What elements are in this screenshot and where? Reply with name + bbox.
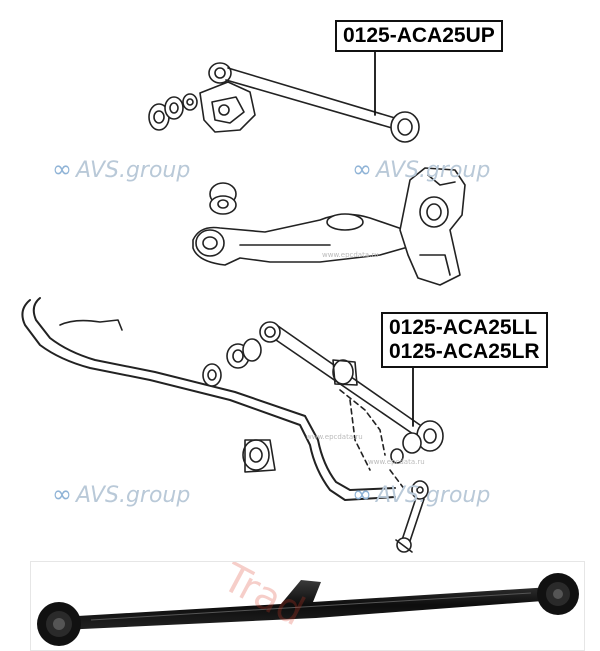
infinity-icon: ∞ bbox=[352, 480, 372, 508]
lower-arm-drawing bbox=[192, 167, 466, 286]
upper-arm-drawing bbox=[148, 62, 420, 143]
small-watermark-1: www.epcdata.ru bbox=[322, 251, 379, 259]
watermark-top-right: ∞AVS.group bbox=[352, 155, 491, 183]
label-upper-arm: 0125-ACA25UP bbox=[335, 20, 503, 52]
stabilizer-bar-drawing bbox=[21, 297, 396, 501]
label-lower-right-text: 0125-ACA25LR bbox=[389, 340, 540, 363]
infinity-icon: ∞ bbox=[352, 155, 372, 183]
infinity-icon: ∞ bbox=[52, 155, 72, 183]
label-upper-arm-text: 0125-ACA25UP bbox=[343, 24, 495, 47]
lateral-arm-drawing bbox=[202, 321, 444, 491]
exploded-view-drawing bbox=[21, 45, 466, 553]
label-lower-arms: 0125-ACA25LL 0125-ACA25LR bbox=[381, 312, 548, 368]
small-watermark-2: www.epcdata.ru bbox=[306, 433, 363, 441]
stabilizer-link-drawing bbox=[390, 448, 429, 553]
watermark-bottom-left: ∞AVS.group bbox=[52, 480, 191, 508]
watermark-bottom-right: ∞AVS.group bbox=[352, 480, 491, 508]
control-arm-photo bbox=[37, 573, 579, 646]
watermark-top-left: ∞AVS.group bbox=[52, 155, 191, 183]
infinity-icon: ∞ bbox=[52, 480, 72, 508]
label-lower-left-text: 0125-ACA25LL bbox=[389, 316, 538, 339]
product-photo: Trad bbox=[30, 561, 585, 651]
small-watermark-3: www.epcdata.ru bbox=[368, 458, 425, 466]
